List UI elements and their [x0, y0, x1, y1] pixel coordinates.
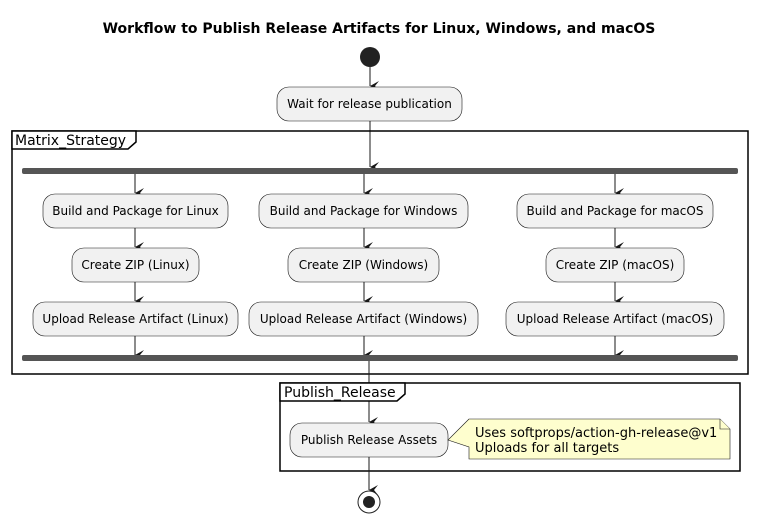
windows-upload-label: Upload Release Artifact (Windows) — [260, 312, 467, 326]
windows-upload-step: Upload Release Artifact (Windows) — [248, 301, 479, 337]
publish-step: Publish Release Assets — [289, 422, 449, 458]
end-node — [357, 490, 381, 514]
macos-build-label: Build and Package for macOS — [527, 204, 704, 218]
start-node — [360, 47, 380, 67]
fork-bar — [22, 168, 738, 174]
macos-zip-step: Create ZIP (macOS) — [545, 247, 685, 283]
note-line-2: Uploads for all targets — [475, 441, 619, 456]
wait-step-label: Wait for release publication — [287, 97, 452, 111]
matrix-frame: Matrix_Strategy — [11, 130, 749, 375]
windows-zip-step: Create ZIP (Windows) — [287, 247, 440, 283]
branch-linux: Build and Package for Linux Create ZIP (… — [32, 174, 239, 360]
join-bar — [22, 355, 738, 361]
linux-upload-step: Upload Release Artifact (Linux) — [32, 301, 239, 337]
macos-build-step: Build and Package for macOS — [516, 193, 714, 229]
branch-windows: Build and Package for Windows Create ZIP… — [248, 174, 479, 360]
publish-frame-label: Publish_Release — [284, 385, 396, 401]
publish-note: Uses softprops/action-gh-release@v1 Uplo… — [447, 418, 731, 460]
macos-upload-step: Upload Release Artifact (macOS) — [505, 301, 725, 337]
matrix-frame-label: Matrix_Strategy — [15, 133, 126, 149]
publish-frame: Publish_Release — [279, 382, 741, 472]
macos-upload-label: Upload Release Artifact (macOS) — [517, 312, 714, 326]
macos-zip-label: Create ZIP (macOS) — [556, 258, 675, 272]
wait-step: Wait for release publication — [276, 86, 463, 122]
linux-zip-label: Create ZIP (Linux) — [81, 258, 189, 272]
linux-upload-label: Upload Release Artifact (Linux) — [42, 312, 228, 326]
note-line-1: Uses softprops/action-gh-release@v1 — [475, 426, 717, 441]
linux-zip-step: Create ZIP (Linux) — [71, 247, 200, 283]
windows-build-label: Build and Package for Windows — [270, 204, 458, 218]
diagram-title: Workflow to Publish Release Artifacts fo… — [103, 21, 656, 37]
linux-build-step: Build and Package for Linux — [42, 193, 229, 229]
windows-zip-label: Create ZIP (Windows) — [299, 258, 428, 272]
windows-build-step: Build and Package for Windows — [258, 193, 469, 229]
linux-build-label: Build and Package for Linux — [52, 204, 219, 218]
publish-step-label: Publish Release Assets — [301, 433, 437, 447]
branch-macos: Build and Package for macOS Create ZIP (… — [505, 174, 725, 360]
